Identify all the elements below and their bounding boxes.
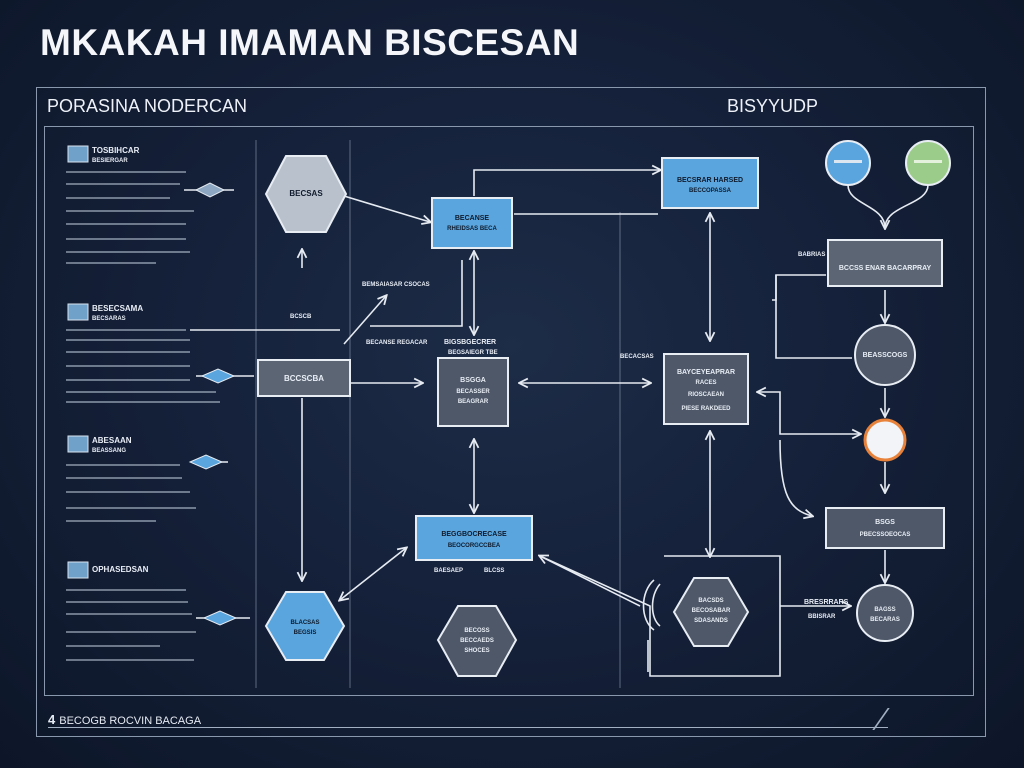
orange-circle[interactable] xyxy=(863,418,907,462)
sidebar-heading-1: TOSBIHCAR xyxy=(92,146,140,155)
right-label: BRESRRARS xyxy=(804,599,849,606)
top-hexagon-label: BECSAS xyxy=(289,189,323,198)
bottom-gray-hexagon-sub: BECCAEDS xyxy=(460,638,494,644)
sidebar-sub-2: BECSARAS xyxy=(92,316,126,322)
diamond-icon xyxy=(200,368,236,384)
bottom-blue-hexagon[interactable] xyxy=(264,591,346,661)
right-mid-box-line4: PIESE RAKDEED xyxy=(681,406,731,412)
center-top-label-2: BEGSAIEGR TBE xyxy=(448,350,498,356)
footer-rule xyxy=(48,727,888,728)
right-panel-title: BISYYUDP xyxy=(727,96,819,116)
mid-left-box[interactable] xyxy=(257,359,351,397)
bottom-gray-hexagon-label: BECOSS xyxy=(464,628,489,634)
folder-icon xyxy=(67,435,89,453)
right-top-box[interactable] xyxy=(827,239,943,287)
lower-blue-box[interactable] xyxy=(415,515,533,561)
center-box-line2: BEAGRAR xyxy=(458,399,489,405)
right-bottom-box-label: BSGS xyxy=(875,519,895,526)
bottom-right-hexagon-label: BACSDS xyxy=(698,598,723,604)
right-bottom-circle-sub: BECARAS xyxy=(870,617,900,623)
sidebar-heading-3: ABESAAN xyxy=(92,436,132,445)
connectors xyxy=(184,170,929,677)
center-box-label: BSGGA xyxy=(460,377,486,384)
top-hexagon[interactable] xyxy=(264,155,348,233)
folder-icon xyxy=(67,561,89,579)
footer-text: BECOGB ROCVIN BACAGA xyxy=(59,715,202,727)
right-mid-box[interactable] xyxy=(663,353,749,425)
right-mid-box-label: BAYCEYEAPRAR xyxy=(677,369,735,376)
right-label-sub: BBISRAR xyxy=(808,614,836,620)
right-mid-box-sub: RACES xyxy=(695,380,716,386)
lower-blue-box-label: BEGGBOCRECASE xyxy=(441,531,507,538)
lower-mid-label: BLCSS xyxy=(484,568,504,574)
right-side-small-label: BECACSAS xyxy=(620,354,654,360)
center-box-sub: BECASSER xyxy=(456,389,490,395)
lower-left-label: BAESAEP xyxy=(434,568,463,574)
sidebar-sub-1: BESIERGAR xyxy=(92,158,128,164)
mid-left-small-label: BCSCB xyxy=(290,314,312,320)
sidebar-heading-2: BESECSAMA xyxy=(92,304,143,313)
bottom-right-hexagon[interactable] xyxy=(672,577,750,647)
mid-left-box-label: BCCSCBA xyxy=(284,374,324,383)
top-box-label: BECANSE xyxy=(455,215,490,222)
diamond-markers xyxy=(188,182,238,626)
lower-blue-box-sub: BEOCORGCCBEA xyxy=(448,543,501,549)
bottom-gray-hexagon[interactable] xyxy=(436,605,518,677)
sidebar-entries: TOSBIHCAR BESIERGAR BESECSAMA BECSARAS A… xyxy=(67,145,149,579)
bottom-right-hexagon-line3: SDASANDS xyxy=(694,618,728,624)
right-mid-box-line3: RIOSCAEAN xyxy=(688,392,724,398)
diamond-icon xyxy=(194,182,226,198)
sidebar-sub-3: BEASSANG xyxy=(92,448,126,454)
diamond-icon xyxy=(188,454,224,470)
right-bottom-circle-label: BAGSS xyxy=(874,607,895,613)
right-bottom-box-sub: PBECSSOEOCAS xyxy=(860,532,911,538)
outer-frame xyxy=(36,87,986,737)
top-right-box[interactable] xyxy=(661,157,759,209)
right-top-box-label: BCCSS ENAR BACARPRAY xyxy=(839,265,932,272)
page-title: MKAKAH IMAMAN BISCESAN xyxy=(40,22,580,63)
center-top-label: BIGSBGECRER xyxy=(444,339,496,346)
right-bottom-box[interactable] xyxy=(825,507,945,549)
top-right-box-sub: BECCOPASSA xyxy=(689,188,732,194)
top-right-box-label: BECSRAR HARSED xyxy=(677,177,743,184)
circle-label-bar xyxy=(914,160,942,163)
right-circle-label: BEASSCOGS xyxy=(863,352,908,359)
right-bottom-circle[interactable] xyxy=(856,584,914,642)
sidebar-heading-4: OPHASEDSAN xyxy=(92,565,149,574)
bottom-right-hexagon-sub: BECOSABAR xyxy=(692,608,731,614)
mid-left-small-label-2: BECANSE REGACAR xyxy=(366,340,428,346)
diamond-icon xyxy=(202,610,238,626)
top-box[interactable] xyxy=(431,197,513,249)
folder-icon xyxy=(67,145,89,163)
right-circle[interactable] xyxy=(854,324,916,386)
bottom-blue-hexagon-sub: BEGSIS xyxy=(294,630,317,636)
sidebar-text-lines xyxy=(66,171,220,661)
inner-frame xyxy=(44,126,974,696)
folder-icon xyxy=(67,303,89,321)
bottom-gray-hexagon-line3: SHOCES xyxy=(464,648,489,654)
right-top-small-label: BABRIAS xyxy=(798,252,825,258)
mid-top-small-label: BEMSAIASAR CSOCAS xyxy=(362,282,430,288)
footer-number: 4 xyxy=(48,712,56,727)
left-panel-title: PORASINA NODERCAN xyxy=(47,96,248,116)
bottom-blue-hexagon-label: BLACSAS xyxy=(290,620,319,626)
top-box-sub: RHEIDSAS BECA xyxy=(447,226,497,232)
center-box[interactable] xyxy=(437,357,509,427)
circle-label-bar xyxy=(834,160,862,163)
